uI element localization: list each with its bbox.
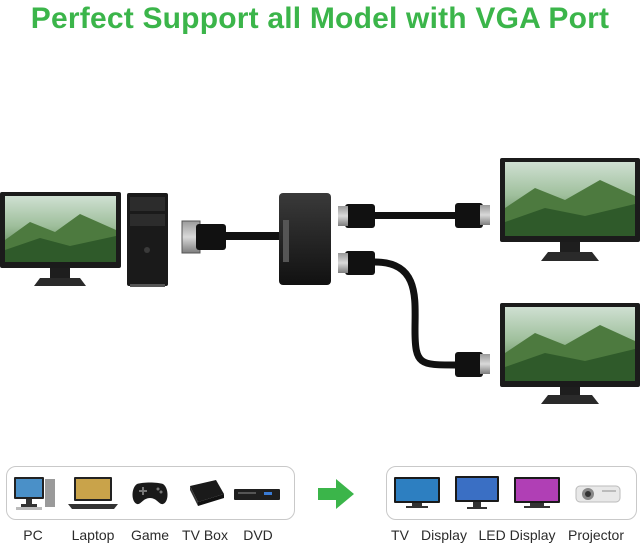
output-label-tv: TV (391, 527, 409, 543)
source-label-game: Game (130, 527, 170, 543)
source-label-tv-box: TV Box (182, 527, 228, 543)
output-label-projector: Projector (567, 527, 625, 543)
vga-splitter-scene (0, 158, 640, 404)
dvd-player-icon (234, 489, 280, 500)
output-vga-cable-2 (338, 251, 490, 377)
laptop-icon (68, 477, 118, 509)
output-label-led-display: LED Display (478, 527, 556, 543)
display-icon (455, 476, 499, 509)
tv-icon (394, 477, 440, 508)
tv-box-icon (190, 480, 224, 506)
input-vga-cable (181, 220, 286, 254)
output-vga-cable-1 (338, 203, 490, 228)
led-display-icon (514, 477, 560, 508)
pc-tower (127, 193, 168, 287)
output-label-display: Display (421, 527, 467, 543)
projector-icon (575, 485, 621, 503)
headline: Perfect Support all Model with VGA Port (30, 2, 610, 35)
gamepad-icon (132, 482, 168, 505)
output-monitor-1 (500, 158, 640, 261)
source-label-laptop: Laptop (71, 527, 115, 543)
pc-icon (14, 477, 55, 510)
source-label-dvd: DVD (243, 527, 273, 543)
source-label-pc: PC (23, 527, 43, 543)
vga-splitter-box (279, 193, 331, 285)
right-arrow-icon (318, 479, 354, 509)
output-monitor-2 (500, 303, 640, 404)
source-monitor (0, 192, 121, 286)
